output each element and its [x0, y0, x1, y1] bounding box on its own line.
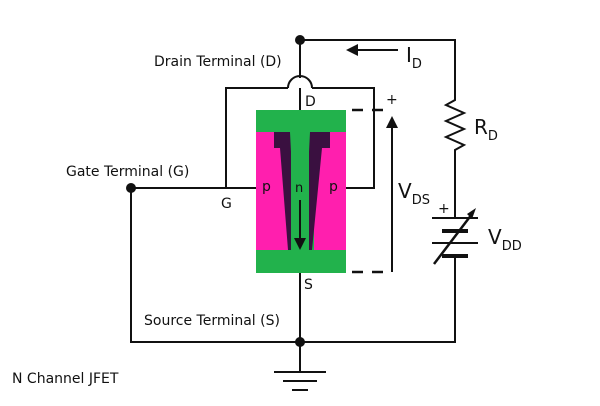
vdd-main: V [488, 225, 502, 249]
channel-arrow-head [294, 238, 306, 250]
n-channel-label: n [295, 181, 303, 196]
current-main: I [406, 43, 412, 67]
ground-symbol [274, 371, 326, 391]
resistor-sub: D [488, 129, 498, 144]
drain-letter: D [305, 94, 316, 110]
current-arrow-head [346, 44, 358, 56]
vds-main: V [398, 179, 412, 203]
drain-wire [300, 39, 456, 96]
gate-letter: G [221, 196, 232, 212]
vds-arrow-head [386, 116, 398, 128]
source-letter: S [304, 277, 313, 293]
vdd-label: VDD [488, 225, 522, 254]
resistor-rd [443, 96, 467, 154]
p-left-label: p [262, 179, 271, 195]
plus-vds: + [386, 92, 398, 108]
source-return-wire [300, 256, 456, 343]
drain-node [295, 35, 305, 45]
battery-vdd [432, 213, 478, 265]
depletion-right [309, 132, 330, 250]
vds-sub: DS [412, 193, 430, 208]
p-right-label: p [329, 179, 338, 195]
source-node [295, 337, 305, 347]
plus-vdd: + [438, 201, 450, 217]
gate-return-wire [130, 188, 300, 343]
source-terminal-label: Source Terminal (S) [144, 313, 280, 329]
gate-terminal-label: Gate Terminal (G) [66, 164, 189, 180]
gate-node [126, 183, 136, 193]
jfet-body [256, 110, 346, 273]
wires [130, 39, 456, 372]
caption: N Channel JFET [12, 371, 119, 387]
channel-narrowing [290, 132, 310, 250]
drain-terminal-label: Drain Terminal (D) [154, 54, 282, 70]
resistor-label: RD [474, 115, 498, 144]
vds-label: VDS [398, 179, 430, 208]
current-label: ID [406, 43, 422, 72]
resistor-main: R [474, 115, 488, 139]
vds-indicator [352, 108, 393, 274]
depletion-left [274, 132, 291, 250]
crossover-hop [287, 75, 313, 89]
variable-arrow-head [467, 208, 476, 219]
vdd-sub: DD [502, 239, 522, 254]
current-sub: D [412, 57, 422, 72]
